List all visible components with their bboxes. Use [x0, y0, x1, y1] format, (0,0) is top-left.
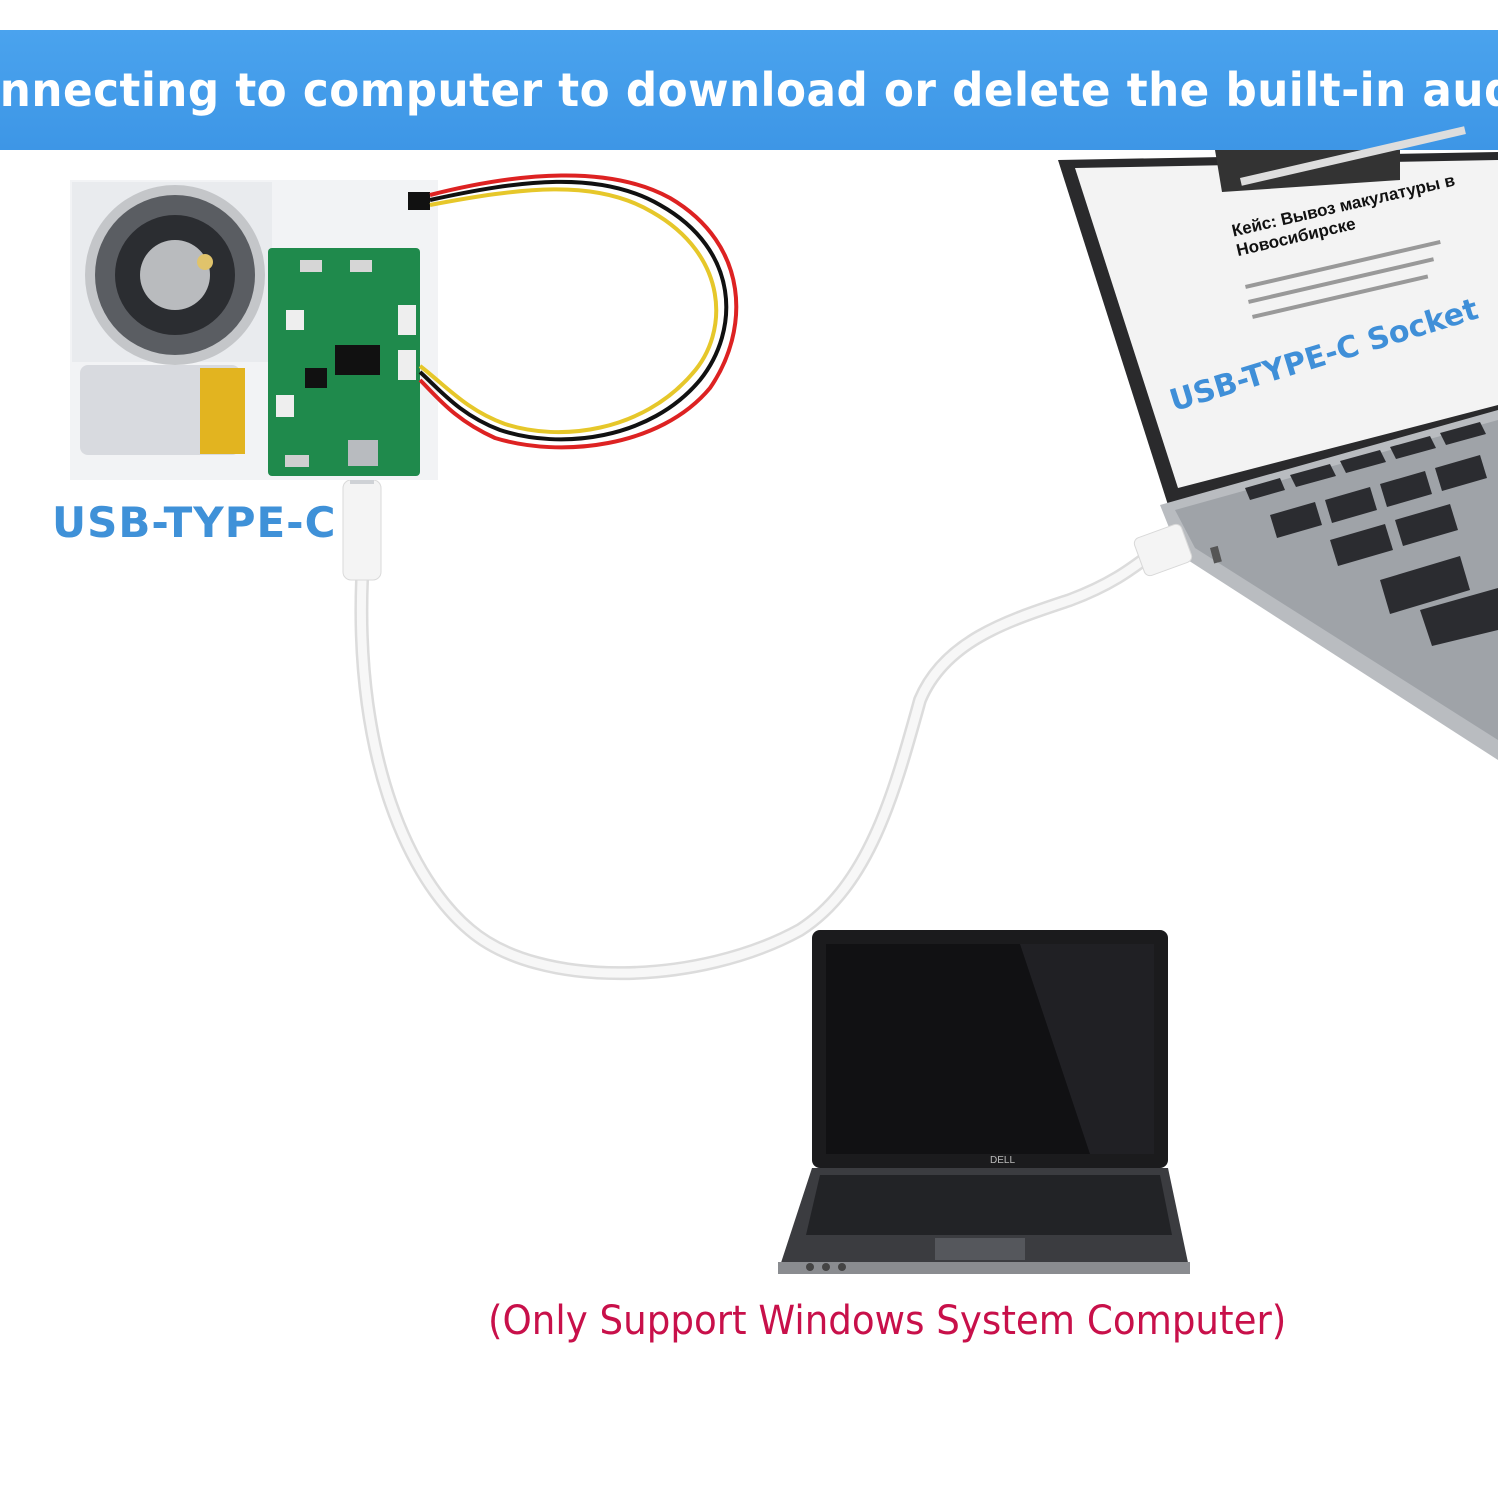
title-banner: Connecting to computer to download or de… — [0, 30, 1498, 150]
usb-cable — [342, 454, 1193, 981]
black-laptop: DELL — [778, 930, 1190, 1274]
svg-text:DELL: DELL — [990, 1155, 1015, 1166]
usb-type-c-label: USB-TYPE-C — [52, 498, 337, 547]
banner-title: Connecting to computer to download or de… — [0, 63, 1498, 117]
windows-only-note: (Only Support Windows System Computer) — [488, 1298, 1287, 1344]
wire-loop — [418, 173, 739, 450]
silver-laptop — [1058, 126, 1498, 760]
speaker-module — [70, 180, 438, 480]
